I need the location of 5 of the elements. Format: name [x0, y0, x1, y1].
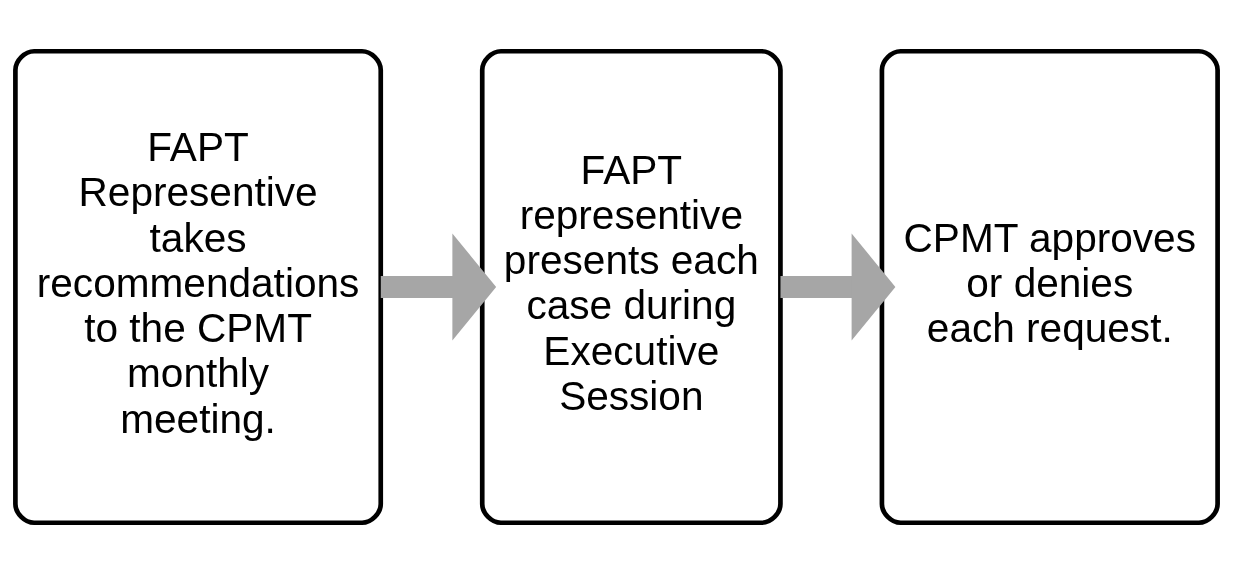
- node-box: FAPT representive presents each case during Executive Session: [479, 48, 783, 526]
- node-box: CPMT approves or denies each request.: [879, 48, 1220, 526]
- arrow: [380, 233, 497, 341]
- node-box: FAPT Representive takes recommendations to the CPMT monthly meeting.: [13, 48, 384, 526]
- arrow: [780, 233, 896, 341]
